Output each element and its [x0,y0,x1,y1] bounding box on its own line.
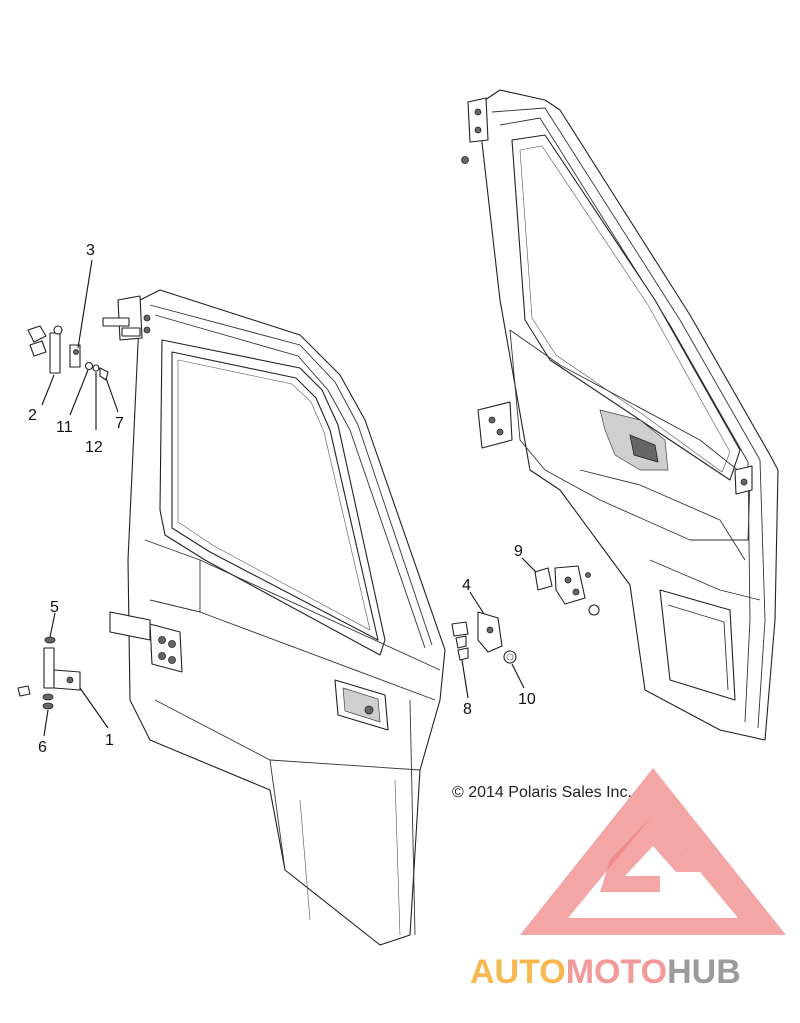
callout-2: 2 [28,407,37,424]
callout-1: 1 [105,732,114,749]
callout-labels: 1 2 3 4 5 6 7 8 9 10 11 12 [28,242,536,756]
callout-10: 10 [518,691,536,708]
callout-7: 7 [115,415,124,432]
callout-12: 12 [85,439,103,456]
striker-parts [451,611,517,664]
svg-text:AUTOMOTOHUB: AUTOMOTOHUB [470,953,741,991]
callout-3: 3 [86,242,95,259]
callout-5: 5 [50,599,59,616]
lower-hinge-parts [17,636,81,710]
callout-8: 8 [463,701,472,718]
watermark-hub: HUB [667,953,741,991]
right-striker-parts [534,565,600,616]
right-door [461,89,779,741]
copyright-text: © 2014 Polaris Sales Inc. [452,784,632,801]
automotohub-watermark-logo: AUTOMOTOHUB [470,768,786,991]
watermark-triangle-icon [520,768,786,935]
left-door [102,289,446,946]
watermark-moto: MOTO [566,953,667,991]
callout-11: 11 [56,419,73,436]
upper-hinge-parts [27,325,109,381]
watermark-auto: AUTO [470,953,566,991]
callout-9: 9 [514,543,523,560]
callout-6: 6 [38,739,47,756]
callout-4: 4 [462,577,471,594]
watermark-g-mark-icon [600,815,700,892]
leader-lines [41,259,537,737]
